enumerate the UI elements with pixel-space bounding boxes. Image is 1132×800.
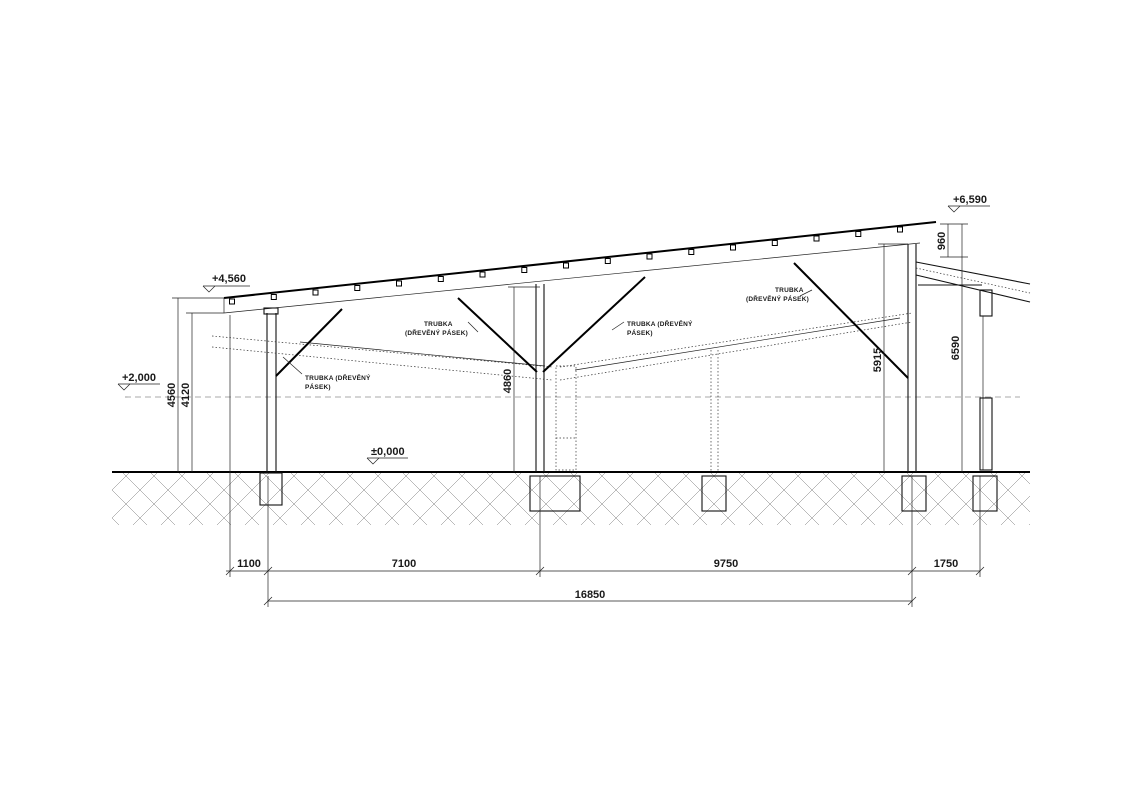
level-marks	[117, 205, 990, 465]
note-left-line-1: TRUBKA (DŘEVĚNÝ	[305, 373, 371, 382]
purlin	[604, 258, 611, 264]
dim-bay-2: 9750	[714, 558, 738, 570]
note-leaders	[282, 289, 813, 375]
note-center-line-2: (DŘEVĚNÝ PÁSEK)	[405, 328, 468, 337]
purlin	[730, 244, 736, 251]
note-left-line-2: PÁSEK)	[305, 382, 331, 391]
purlin	[354, 285, 361, 291]
dim-right-total: 6590	[950, 336, 962, 360]
note-center-right-line-1: TRUBKA (DŘEVĚNÝ	[627, 319, 693, 328]
dim-left-clear: 4120	[180, 383, 192, 407]
horizontal-dimension-lines	[225, 315, 985, 607]
purlin	[563, 262, 569, 269]
note-right-line-1: TRUBKA	[775, 287, 804, 294]
vertical-dimension-lines	[172, 223, 968, 472]
dim-middle: 4860	[502, 369, 514, 393]
note-right-line-2: (DŘEVĚNÝ PÁSEK)	[746, 294, 809, 303]
purlin	[897, 226, 903, 233]
inclined-beams	[211, 312, 913, 471]
dim-left-total: 4560	[166, 383, 178, 407]
purlin	[813, 235, 820, 242]
level-ridge-right: +6,590	[953, 194, 987, 206]
note-center-right-line-2: PÁSEK)	[627, 328, 653, 337]
purlin	[479, 271, 486, 278]
purlin	[646, 253, 653, 260]
purlin	[688, 249, 695, 255]
footings	[259, 472, 998, 512]
purlin	[270, 294, 277, 300]
dim-right-top: 960	[936, 232, 948, 250]
roof-purlins	[229, 226, 903, 305]
roof	[223, 221, 937, 314]
braces	[275, 262, 909, 379]
purlin	[229, 298, 235, 305]
note-center-line-1: TRUBKA	[424, 321, 453, 328]
purlin	[771, 240, 778, 246]
level-reference: +2,000	[122, 372, 156, 384]
level-floor: ±0,000	[371, 446, 405, 458]
purlin	[437, 276, 444, 282]
ground-hatch	[112, 473, 1030, 525]
purlin	[312, 289, 319, 296]
purlin	[396, 280, 402, 287]
columns	[263, 244, 917, 472]
dim-bay-1: 7100	[392, 558, 416, 570]
dim-right-inner: 5915	[872, 348, 884, 372]
dim-overhang-left: 1100	[237, 558, 261, 570]
purlin	[855, 231, 862, 237]
dim-total: 16850	[575, 589, 606, 601]
purlin	[521, 267, 528, 273]
adjacent-roof	[915, 261, 1031, 471]
level-eave-left: +4,560	[212, 273, 246, 285]
dim-overhang-right: 1750	[934, 558, 958, 570]
